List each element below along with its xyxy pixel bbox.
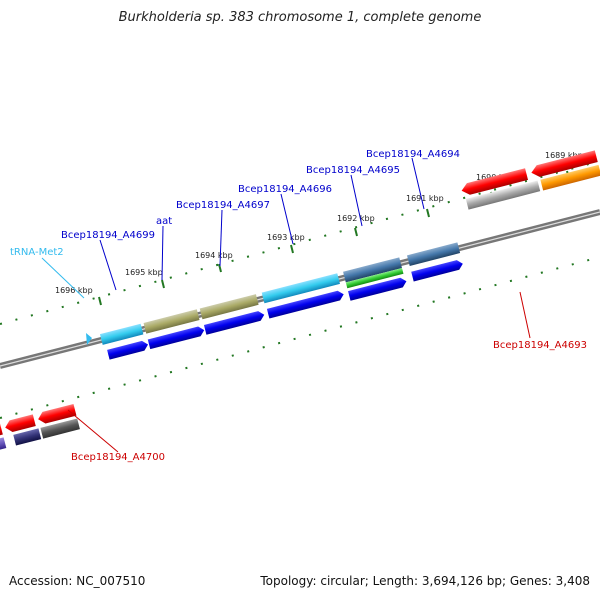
gene-label-a4693[interactable]: Bcep18194_A4693 bbox=[493, 340, 587, 351]
tick-label: 1691 kbp bbox=[406, 194, 444, 203]
gene-feature[interactable] bbox=[465, 180, 541, 210]
gene-label-a4700[interactable]: Bcep18194_A4700 bbox=[71, 452, 165, 463]
forward-strand-features bbox=[99, 242, 464, 360]
gene-label-aat[interactable]: aat bbox=[156, 216, 172, 227]
gene-feature[interactable] bbox=[345, 267, 404, 289]
gene-label-a4694[interactable]: Bcep18194_A4694 bbox=[366, 149, 460, 160]
gene-label-a4699[interactable]: Bcep18194_A4699 bbox=[61, 230, 155, 241]
cds-arrow[interactable] bbox=[147, 325, 206, 350]
map-title: Burkholderia sp. 383 chromosome 1, compl… bbox=[118, 10, 482, 25]
cds-arrow[interactable] bbox=[203, 310, 266, 335]
accession-label: Accession: NC_007510 bbox=[9, 574, 146, 588]
gene-feature[interactable] bbox=[40, 418, 80, 439]
cds-arrow[interactable] bbox=[540, 164, 600, 191]
trna-marker[interactable] bbox=[86, 333, 92, 345]
cds-arrow[interactable] bbox=[107, 340, 149, 360]
gene-feature[interactable] bbox=[199, 294, 259, 320]
gene-label-a4695[interactable]: Bcep18194_A4695 bbox=[306, 165, 400, 176]
cds-arrow[interactable] bbox=[266, 289, 345, 319]
cds-arrow[interactable] bbox=[348, 276, 408, 301]
label-leader-lines bbox=[41, 157, 531, 453]
genome-summary: Topology: circular; Length: 3,694,126 bp… bbox=[260, 574, 590, 588]
cds-arrow[interactable] bbox=[460, 168, 529, 196]
tick-label: 1696 kbp bbox=[55, 286, 93, 295]
gene-label-a4696[interactable]: Bcep18194_A4696 bbox=[238, 184, 332, 195]
cds-arrow[interactable] bbox=[4, 414, 36, 433]
cds-arrow[interactable] bbox=[411, 259, 464, 282]
cds-arrow[interactable] bbox=[37, 403, 77, 425]
gene-label-a4697[interactable]: Bcep18194_A4697 bbox=[176, 200, 270, 211]
reverse-strand-features-left bbox=[0, 403, 80, 457]
gene-labels: tRNA-Met2 Bcep18194_A4699 aat Bcep18194_… bbox=[10, 149, 587, 463]
tick-label: 1693 kbp bbox=[267, 233, 305, 242]
gene-feature[interactable] bbox=[0, 437, 7, 457]
tick-label: 1692 kbp bbox=[337, 214, 375, 223]
tick-label: 1695 kbp bbox=[125, 268, 163, 277]
gene-feature[interactable] bbox=[99, 323, 144, 345]
tick-label: 1694 kbp bbox=[195, 251, 233, 260]
cds-arrow[interactable] bbox=[530, 150, 598, 178]
gene-feature[interactable] bbox=[143, 309, 200, 334]
gene-feature[interactable] bbox=[343, 257, 402, 283]
gene-label-trna-met2[interactable]: tRNA-Met2 bbox=[10, 247, 64, 258]
tick-label: 1689 kbp bbox=[545, 151, 583, 160]
gene-feature[interactable] bbox=[406, 242, 461, 266]
reverse-strand-features-right bbox=[460, 150, 600, 210]
gene-feature[interactable] bbox=[261, 273, 340, 304]
gene-feature[interactable] bbox=[13, 428, 42, 446]
